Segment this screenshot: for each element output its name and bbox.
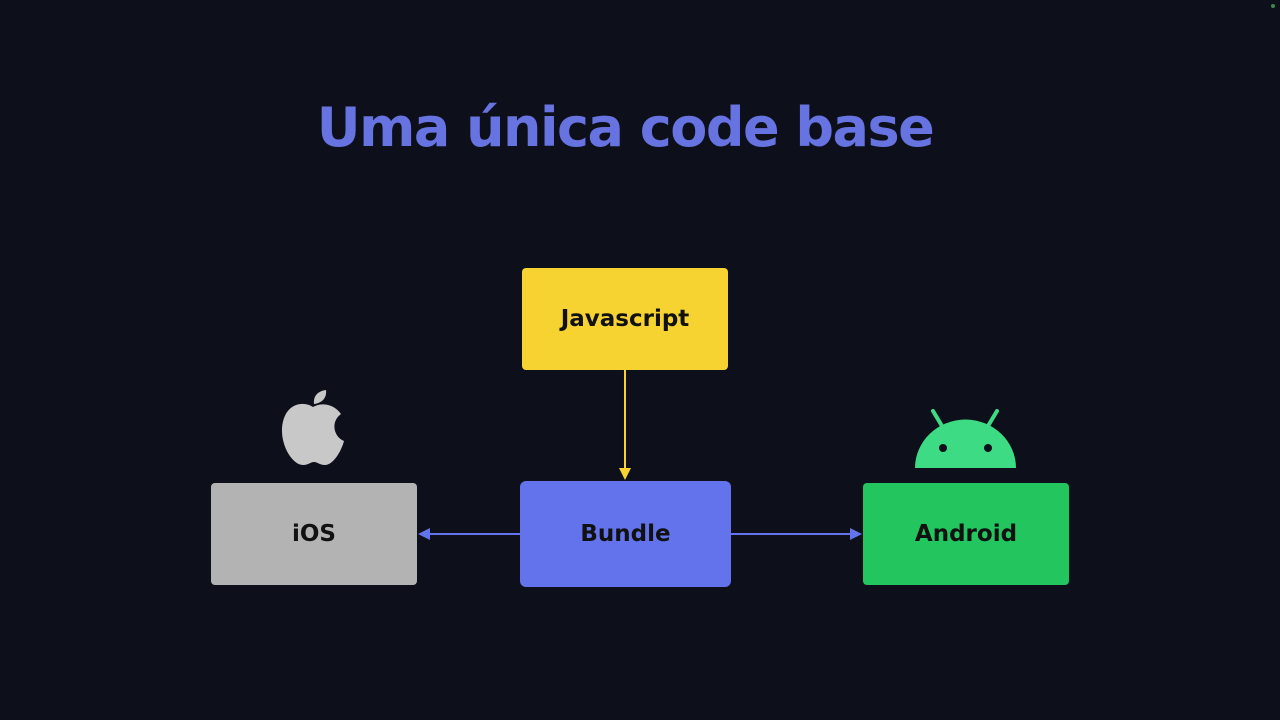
- node-ios: iOS: [211, 483, 417, 585]
- node-bundle: Bundle: [520, 481, 731, 587]
- node-javascript: Javascript: [522, 268, 728, 370]
- slide-title: Uma única code base: [316, 96, 935, 159]
- status-dot: [1271, 4, 1275, 8]
- node-ios-label: iOS: [291, 521, 336, 547]
- android-icon: [914, 409, 1016, 468]
- node-android: Android: [863, 483, 1069, 585]
- edge-bundle-ios: [418, 528, 520, 540]
- node-bundle-label: Bundle: [580, 521, 671, 547]
- node-android-label: Android: [914, 521, 1018, 547]
- apple-icon: [281, 390, 344, 465]
- edge-bundle-android: [731, 528, 862, 540]
- edge-javascript-bundle: [619, 370, 631, 480]
- node-javascript-label: Javascript: [560, 306, 690, 332]
